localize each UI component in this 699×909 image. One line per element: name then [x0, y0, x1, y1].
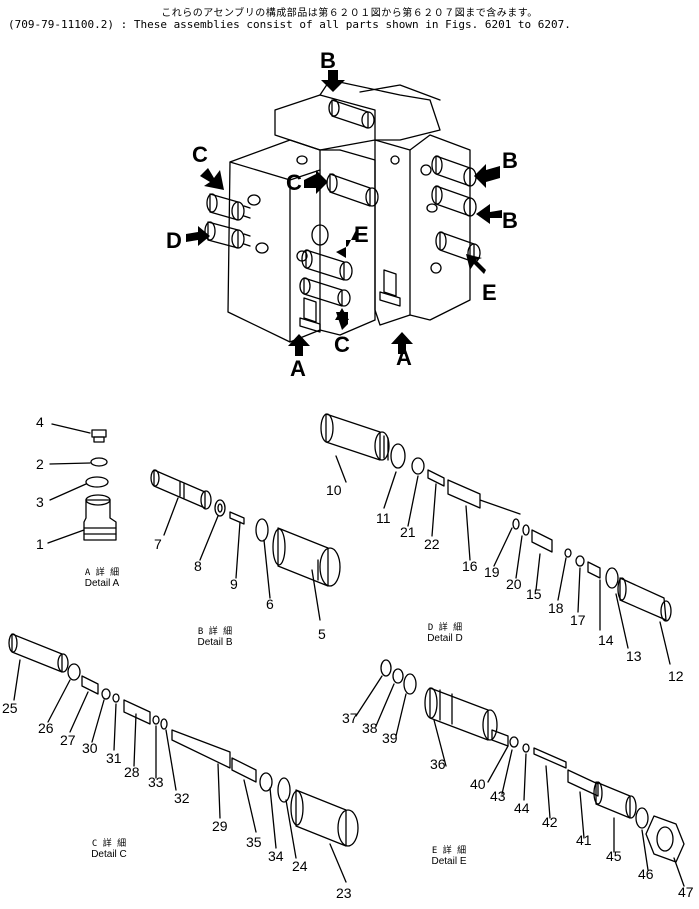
part-number-43: 43 — [490, 788, 506, 804]
detail-e-caption-en: Detail E — [431, 856, 467, 867]
part-number-22: 22 — [424, 536, 440, 552]
assembly-label-c-bottom: C — [334, 332, 350, 357]
part-number-38: 38 — [362, 720, 378, 736]
detail-d-caption-en: Detail D — [427, 633, 463, 644]
detail-b-caption: B 詳 細 Detail B — [190, 624, 240, 648]
detail-d-caption: D 詳 細 Detail D — [420, 620, 470, 644]
part-number-40: 40 — [470, 776, 486, 792]
part-number-7: 7 — [154, 536, 162, 552]
part-number-1: 1 — [36, 536, 44, 552]
detail-c-caption-en: Detail C — [91, 849, 127, 860]
detail-e-caption: E 詳 細 Detail E — [424, 843, 474, 867]
header-english: (709-79-11100.2) : These assemblies cons… — [8, 18, 571, 31]
assembly-label-c-mid: C — [286, 170, 302, 195]
detail-c-caption-jp: C 詳 細 — [91, 839, 127, 849]
detail-b-caption-en: Detail B — [197, 637, 233, 648]
part-number-12: 12 — [668, 668, 684, 684]
part-number-21: 21 — [400, 524, 416, 540]
assembly-arrows — [186, 70, 502, 356]
part-number-20: 20 — [506, 576, 522, 592]
detail-a-caption: A 詳 細 Detail A — [80, 565, 124, 589]
detail-e-caption-jp: E 詳 細 — [431, 846, 467, 856]
assembly-label-d: D — [166, 228, 182, 253]
detail-a-caption-jp: A 詳 細 — [84, 568, 120, 578]
part-number-2: 2 — [36, 456, 44, 472]
part-number-8: 8 — [194, 558, 202, 574]
part-number-3: 3 — [36, 494, 44, 510]
part-number-46: 46 — [638, 866, 654, 882]
assembly-label-b-top: B — [320, 48, 336, 73]
part-number-44: 44 — [514, 800, 530, 816]
part-number-11: 11 — [376, 510, 391, 526]
part-number-42: 42 — [542, 814, 558, 830]
detail-d-caption-jp: D 詳 細 — [427, 623, 463, 633]
assembly-label-e-right: E — [482, 280, 497, 305]
assembly-label-a-left: A — [290, 356, 306, 381]
part-number-17: 17 — [570, 612, 586, 628]
valve-assembly — [204, 79, 481, 343]
detail-c-parts — [8, 633, 359, 883]
part-number-18: 18 — [548, 600, 564, 616]
part-number-19: 19 — [484, 564, 500, 580]
part-number-15: 15 — [526, 586, 542, 602]
part-number-25: 25 — [2, 700, 18, 716]
part-number-31: 31 — [106, 750, 122, 766]
detail-a-parts — [47, 423, 117, 544]
part-number-39: 39 — [382, 730, 398, 746]
part-number-36: 36 — [430, 756, 446, 772]
header-japanese: これらのアセンブリの構成部品は第６２０１図から第６２０７図まで含みます。 — [161, 8, 538, 19]
part-number-29: 29 — [212, 818, 228, 834]
assembly-label-b-right2: B — [502, 208, 518, 233]
part-number-16: 16 — [462, 558, 478, 574]
part-number-33: 33 — [148, 774, 164, 790]
part-number-30: 30 — [82, 740, 98, 756]
part-number-41: 41 — [576, 832, 592, 848]
detail-a-caption-en: Detail A — [84, 578, 120, 589]
part-number-24: 24 — [292, 858, 308, 874]
part-number-26: 26 — [38, 720, 54, 736]
part-number-37: 37 — [342, 710, 358, 726]
part-number-27: 27 — [60, 732, 76, 748]
detail-d-parts — [320, 413, 672, 665]
part-number-28: 28 — [124, 764, 140, 780]
detail-c-caption: C 詳 細 Detail C — [84, 836, 134, 860]
part-number-10: 10 — [326, 482, 342, 498]
part-number-47: 47 — [678, 884, 694, 900]
part-number-34: 34 — [268, 848, 284, 864]
part-number-14: 14 — [598, 632, 614, 648]
part-number-45: 45 — [606, 848, 622, 864]
part-number-6: 6 — [266, 596, 274, 612]
assembly-label-c-left: C — [192, 142, 208, 167]
detail-b-parts — [150, 469, 341, 621]
part-number-23: 23 — [336, 885, 352, 901]
part-number-9: 9 — [230, 576, 238, 592]
detail-b-caption-jp: B 詳 細 — [197, 627, 233, 637]
part-number-32: 32 — [174, 790, 190, 806]
detail-e-parts — [355, 659, 685, 887]
assembly-label-a-right: A — [396, 345, 412, 370]
part-number-13: 13 — [626, 648, 642, 664]
part-number-5: 5 — [318, 626, 326, 642]
part-number-4: 4 — [36, 414, 44, 430]
assembly-label-b-right1: B — [502, 148, 518, 173]
part-number-35: 35 — [246, 834, 262, 850]
assembly-label-e-mid: E — [354, 222, 369, 247]
